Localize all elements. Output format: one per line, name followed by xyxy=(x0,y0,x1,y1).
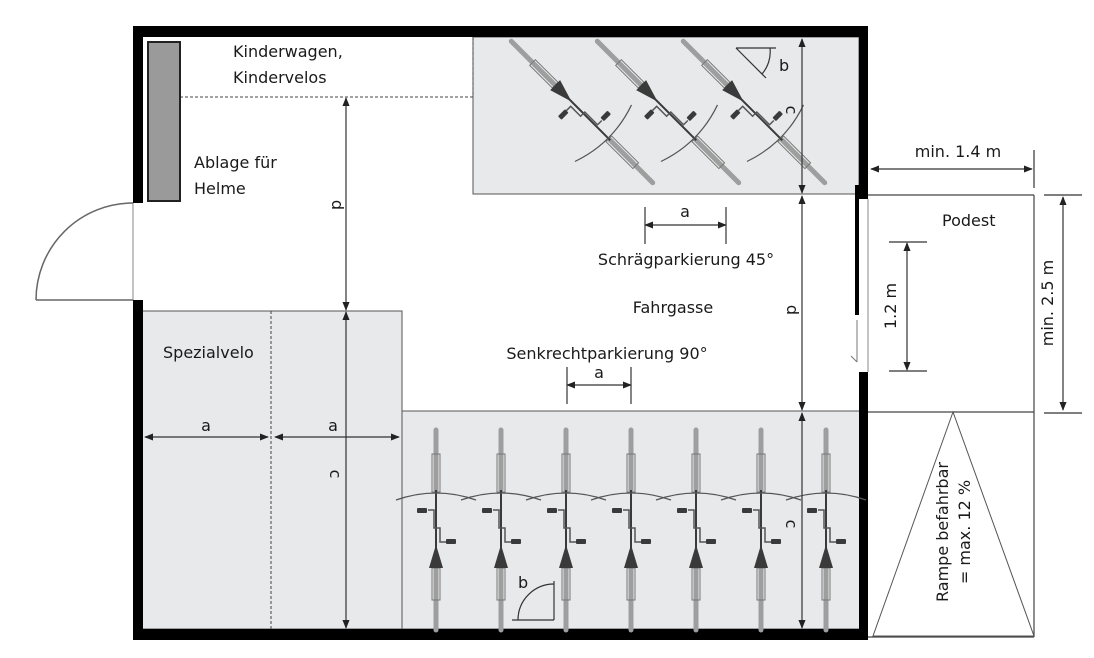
angle-45-label: b xyxy=(779,56,789,75)
dim-c-angled-label: c xyxy=(782,106,801,115)
ramp-label-line2: = max. 12 % xyxy=(955,480,974,584)
left-door xyxy=(35,202,134,301)
helmet-shelf-label-line2: Helme xyxy=(194,179,246,198)
dim-d-upper-label: d xyxy=(328,200,347,210)
dim-a-special-right-label: a xyxy=(328,416,338,435)
podest-depth-label: min. 2.5 m xyxy=(1038,260,1057,346)
dim-a-perp-label: a xyxy=(594,363,604,382)
dim-a-special-left-label: a xyxy=(201,416,211,435)
perpendicular-bikes xyxy=(395,427,867,633)
stroller-label-line1: Kinderwagen, xyxy=(233,42,343,61)
angled-bike-1 xyxy=(508,38,656,186)
driving-lane-label: Fahrgasse xyxy=(633,298,713,317)
perpendicular-bike-7 xyxy=(785,427,867,633)
angled-parking-label: Schrägparkierung 45° xyxy=(598,250,774,269)
ramp-triangle xyxy=(872,410,1035,637)
podest-label: Podest xyxy=(942,211,995,230)
perpendicular-bike-6 xyxy=(720,427,802,633)
perpendicular-bike-5 xyxy=(655,427,737,633)
dim-d-lane-label: d xyxy=(783,305,802,315)
special-bike-area xyxy=(141,310,403,630)
door-width-label: 1.2 m xyxy=(881,283,900,329)
angled-bike-2 xyxy=(594,38,742,186)
perpendicular-parking-label: Senkrechtparkierung 90° xyxy=(506,344,707,363)
ramp-label-line1: Rampe befahrbar xyxy=(933,462,952,602)
angled-bikes xyxy=(508,38,828,186)
angle-45-symbol xyxy=(735,47,776,79)
podest xyxy=(868,194,1035,638)
angle-90-symbol xyxy=(512,581,555,621)
dim-a-angled-label: a xyxy=(680,202,690,221)
perpendicular-bike-4 xyxy=(590,427,672,633)
angle-90-label: b xyxy=(518,573,528,592)
helmet-shelf xyxy=(147,41,181,202)
podest-width-label: min. 1.4 m xyxy=(915,142,1001,161)
dim-c-perp-label: c xyxy=(782,520,801,529)
stroller-label-line2: Kindervelos xyxy=(233,68,327,87)
special-bike-label: Spezialvelo xyxy=(163,343,254,362)
perpendicular-bike-2 xyxy=(460,427,542,633)
helmet-shelf-label-line1: Ablage für xyxy=(194,153,277,172)
walls xyxy=(133,26,868,640)
dim-c-special-label: c xyxy=(326,470,345,479)
right-sliding-door xyxy=(850,185,869,372)
